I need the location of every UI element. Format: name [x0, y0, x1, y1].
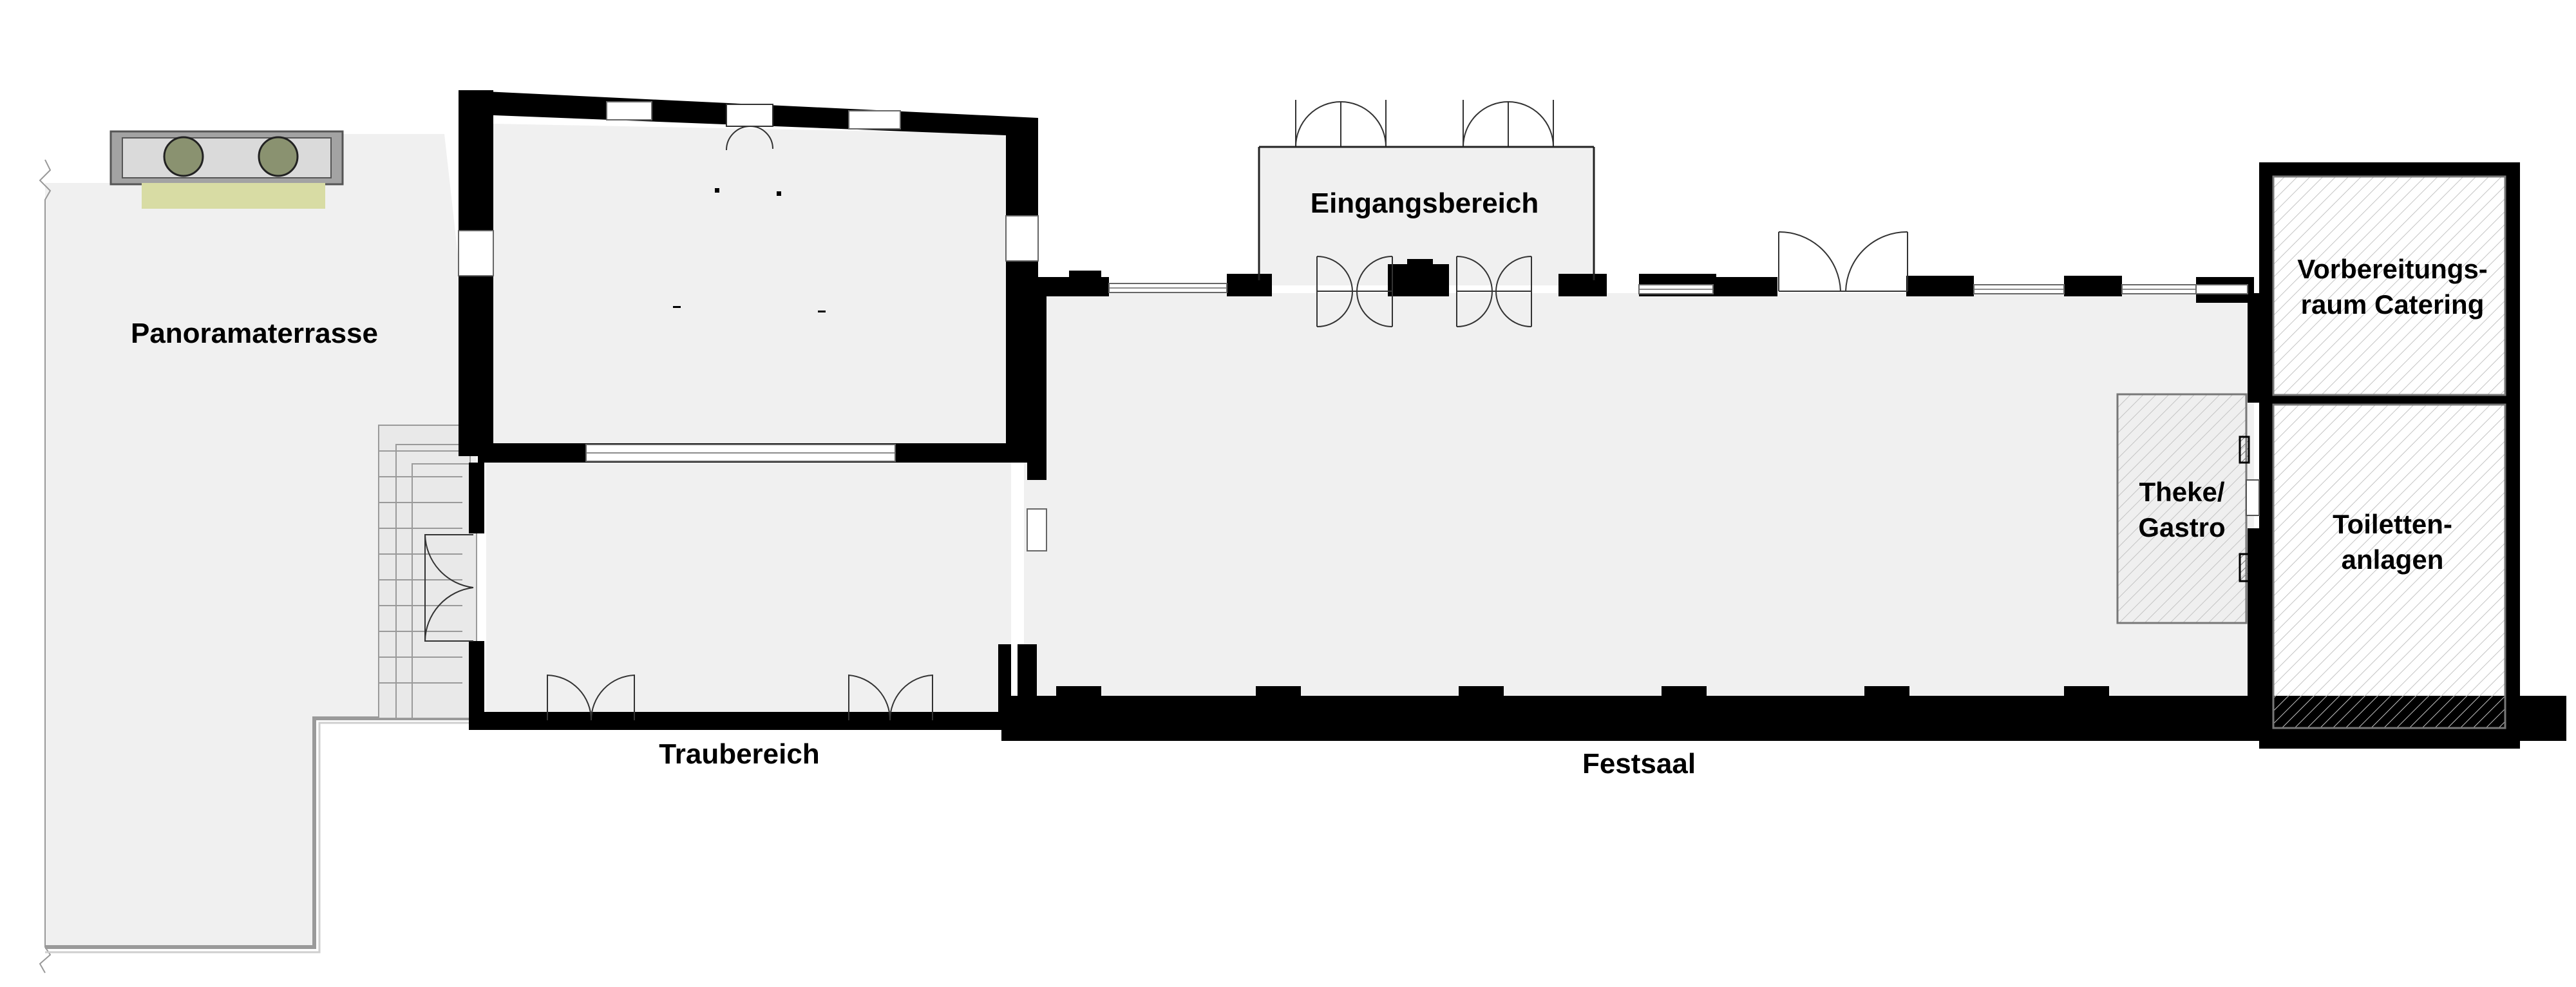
label-toiletten-line1: Toiletten- — [2333, 509, 2452, 539]
door-swings — [424, 100, 1908, 721]
label-vorbereitung-line1: Vorbereitungs- — [2297, 254, 2488, 284]
planter-box — [109, 130, 344, 209]
panoramaterrasse-area — [39, 130, 480, 973]
column-markers — [673, 188, 826, 312]
tree-icon — [163, 136, 204, 177]
label-festsaal: Festsaal — [1582, 748, 1696, 780]
tree-icon — [258, 136, 299, 177]
break-line — [39, 159, 52, 973]
label-theke-line2: Gastro — [2138, 512, 2225, 542]
label-eingangsbereich: Eingangsbereich — [1311, 187, 1539, 219]
label-traubereich: Traubereich — [659, 738, 819, 770]
label-panoramaterrasse: Panoramaterrasse — [131, 318, 378, 349]
annex-rooms — [2272, 175, 2506, 729]
theke-counter — [2116, 393, 2260, 624]
label-toiletten-line2: anlagen — [2342, 544, 2444, 575]
label-vorbereitung-line2: raum Catering — [2301, 289, 2485, 320]
stone-paving — [378, 425, 477, 719]
label-theke-line1: Theke/ — [2139, 477, 2224, 507]
